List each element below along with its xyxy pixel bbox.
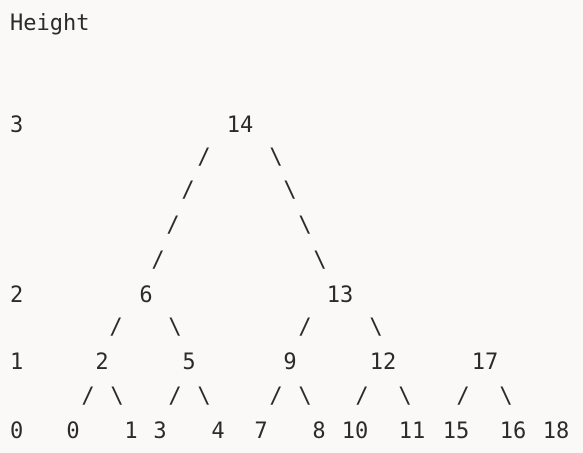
node-14: 14 xyxy=(226,113,254,138)
height-label-2: 2 xyxy=(10,283,24,308)
node-7: 7 xyxy=(254,419,268,444)
edge-2-0: / xyxy=(81,384,95,409)
node-4: 4 xyxy=(211,419,225,444)
node-2: 2 xyxy=(95,350,109,375)
edge-14-13-a: \ xyxy=(269,145,283,170)
edge-13-9: / xyxy=(298,315,312,340)
node-8: 8 xyxy=(312,419,326,444)
edge-5-4: \ xyxy=(197,384,211,409)
edge-17-15: / xyxy=(456,384,470,409)
edge-14-13-d: \ xyxy=(313,248,327,273)
node-17: 17 xyxy=(471,350,499,375)
node-10: 10 xyxy=(341,419,369,444)
node-13: 13 xyxy=(326,283,354,308)
edge-6-2: / xyxy=(109,315,123,340)
edge-14-6-a: / xyxy=(197,145,211,170)
edge-14-13-c: \ xyxy=(298,213,312,238)
height-heading: Height xyxy=(10,11,90,36)
node-16: 16 xyxy=(499,419,527,444)
edge-14-6-d: / xyxy=(151,248,165,273)
height-label-3: 3 xyxy=(10,113,24,138)
node-0: 0 xyxy=(66,419,80,444)
edge-9-7: / xyxy=(269,384,283,409)
edge-17-16: \ xyxy=(499,384,513,409)
node-11: 11 xyxy=(398,419,426,444)
node-6: 6 xyxy=(139,283,153,308)
edge-14-6-c: / xyxy=(166,213,180,238)
node-5: 5 xyxy=(182,350,196,375)
edge-6-5: \ xyxy=(168,315,182,340)
edge-5-3: / xyxy=(168,384,182,409)
node-9: 9 xyxy=(283,350,297,375)
node-3: 3 xyxy=(153,419,167,444)
node-1: 1 xyxy=(124,419,138,444)
edge-12-11: \ xyxy=(398,384,412,409)
edge-13-12: \ xyxy=(369,315,383,340)
node-12: 12 xyxy=(369,350,397,375)
edge-12-10: / xyxy=(355,384,369,409)
edge-9-8: \ xyxy=(298,384,312,409)
edge-2-1: \ xyxy=(110,384,124,409)
height-label-0: 0 xyxy=(10,419,24,444)
height-label-1: 1 xyxy=(10,350,24,375)
node-18: 18 xyxy=(542,419,570,444)
edge-14-6-b: / xyxy=(181,178,195,203)
edge-14-13-b: \ xyxy=(283,178,297,203)
node-15: 15 xyxy=(442,419,470,444)
